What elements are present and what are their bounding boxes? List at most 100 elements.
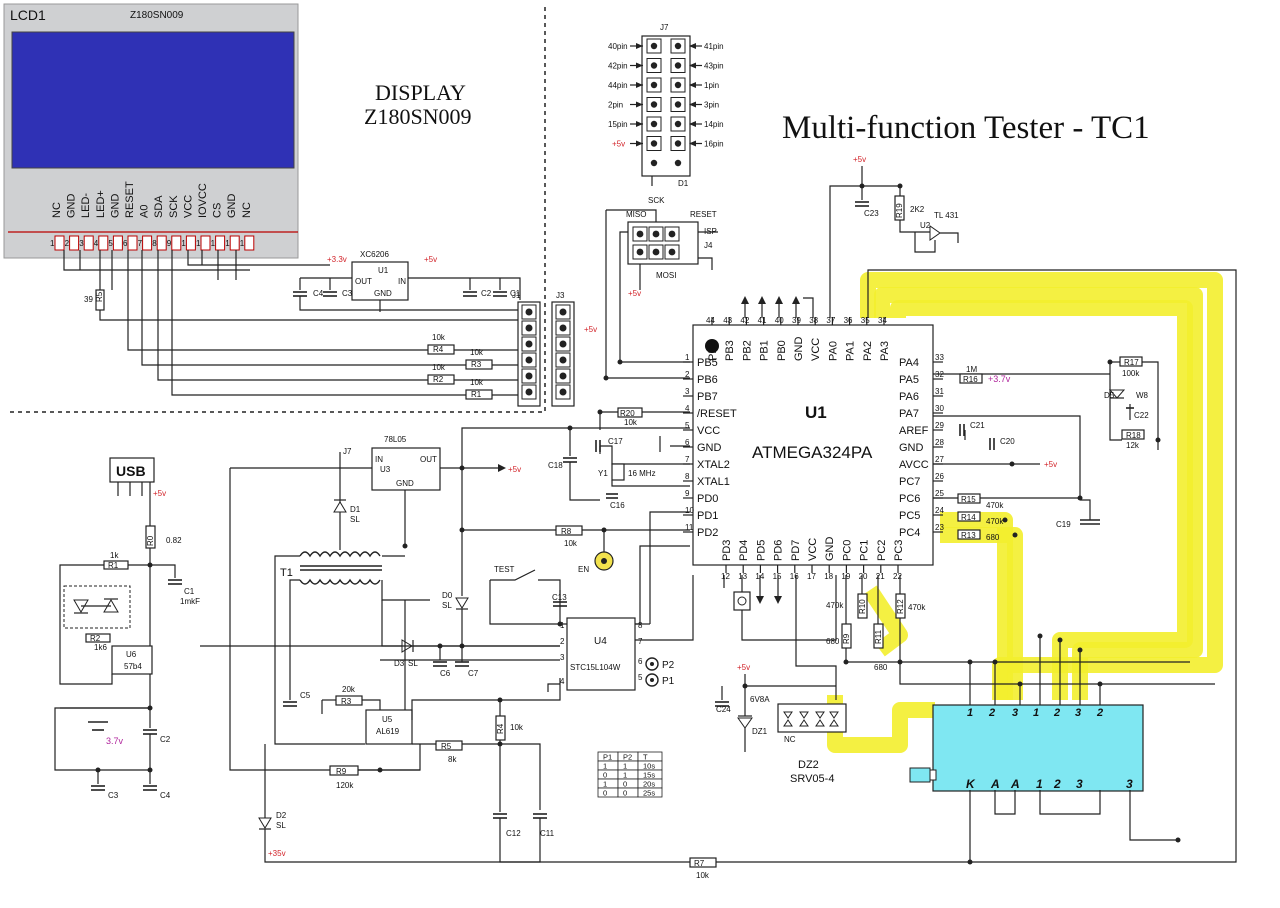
lcd-pin-number: 2 [65, 239, 70, 248]
svg-text:C1: C1 [510, 289, 521, 298]
svg-text:680: 680 [874, 663, 888, 672]
svg-text:NC: NC [784, 735, 796, 744]
lcd-model: Z180SN009 [130, 10, 184, 21]
svg-text:J1: J1 [512, 291, 521, 300]
socket-bottom-label: K [966, 777, 976, 791]
svg-text:R4: R4 [433, 345, 444, 354]
timer-table-cell: 0 [623, 780, 627, 789]
mcu-pin-name: PC1 [859, 540, 871, 561]
socket-top-label: 2 [988, 707, 995, 719]
lcd-pin-name: NC [241, 202, 253, 218]
mcu-pin-number: 10 [685, 506, 694, 515]
svg-text:XC6206: XC6206 [360, 250, 389, 259]
svg-text:D1: D1 [350, 505, 361, 514]
timer-table-header: P2 [623, 753, 632, 762]
svg-text:J3: J3 [556, 291, 565, 300]
mcu-pin-number: 36 [844, 316, 853, 325]
mcu-pin-name: PA7 [899, 408, 919, 420]
svg-text:OUT: OUT [420, 455, 437, 464]
lcd-pin-wires [63, 250, 525, 396]
svg-text:16 MHz: 16 MHz [628, 469, 656, 478]
mcu-pin-number: 21 [876, 572, 885, 581]
svg-text:4: 4 [560, 677, 565, 686]
mcu-pin-number: 20 [859, 572, 868, 581]
svg-text:C1: C1 [184, 587, 195, 596]
lcd-pin-name: SDA [153, 195, 165, 218]
svg-text:5: 5 [638, 673, 643, 682]
svg-text:57b4: 57b4 [124, 662, 142, 671]
mcu-pin-name: XTAL1 [697, 476, 730, 488]
svg-text:R16: R16 [963, 375, 978, 384]
lcd-pin-number: 5 [108, 239, 113, 248]
lcd-screen [11, 31, 295, 169]
mcu-pin-name: /RESET [697, 408, 737, 420]
socket-top-label: 2 [1096, 707, 1103, 719]
svg-text:R15: R15 [961, 495, 976, 504]
transformer-t1: T1 [280, 551, 382, 585]
svg-text:U5: U5 [382, 715, 393, 724]
header-j1: J1 [512, 291, 541, 407]
mcu-pin-name: PC2 [876, 540, 888, 561]
j7-right-label: 16pin [704, 140, 724, 149]
socket-bottom-label: 1 [1036, 777, 1043, 791]
svg-text:R11: R11 [874, 629, 883, 644]
svg-text:R7: R7 [694, 859, 705, 868]
r5-lcd-label: R5 [95, 291, 104, 302]
svg-text:C23: C23 [864, 209, 879, 218]
mcu-pin-name: PA2 [862, 341, 874, 361]
mcu-pin-name: PC3 [893, 540, 905, 561]
mcu-pin-number: 40 [775, 316, 784, 325]
mcu-pin-name: GND [899, 442, 924, 454]
svg-text:C19: C19 [1056, 520, 1071, 529]
svg-text:D2: D2 [276, 811, 287, 820]
lcd-pin-name: VCC [182, 195, 194, 218]
mcu-pin-number: 12 [721, 572, 730, 581]
lcd-pin-number: 4 [94, 239, 99, 248]
mcu-pin-number: 23 [935, 523, 944, 532]
mcu-pin-number: 13 [738, 572, 747, 581]
mcu-pin-number: 11 [685, 523, 694, 532]
mcu-pin-number: 3 [685, 387, 690, 396]
lcd-module: LCD1 Z180SN009 NC1GND2LED-3LED+4GND5RESE… [3, 3, 299, 259]
mcu-pin-name: AVCC [899, 459, 929, 471]
svg-text:6V8A: 6V8A [750, 695, 770, 704]
mcu-pin-number: 9 [685, 489, 690, 498]
svg-text:R18: R18 [1126, 431, 1141, 440]
mcu-pin-number: 26 [935, 472, 944, 481]
mcu-pin-name: PB7 [697, 391, 718, 403]
svg-text:+3.3v: +3.3v [327, 255, 347, 264]
svg-text:R8: R8 [561, 527, 572, 536]
mcu-pin-number: 39 [792, 316, 801, 325]
mcu-pin-name: PA3 [879, 341, 891, 361]
mcu-pin-number: 33 [935, 353, 944, 362]
mcu-pin-name: PD0 [697, 493, 718, 505]
svg-text:SL: SL [408, 659, 418, 668]
svg-text:R2: R2 [90, 634, 101, 643]
mcu-pin-number: 43 [723, 316, 732, 325]
svg-text:C6: C6 [440, 669, 451, 678]
header-pin-dots [521, 304, 571, 400]
mcu-pin-number: 35 [861, 316, 870, 325]
timer-table-cell: 20s [643, 780, 655, 789]
svg-text:D1: D1 [678, 179, 689, 188]
mcu-pin-number: 18 [824, 572, 833, 581]
timer-table-cell: 10s [643, 762, 655, 771]
mcu-pin-number: 24 [935, 506, 944, 515]
r-39-value: 39 [84, 295, 93, 304]
svg-text:8k: 8k [448, 755, 457, 764]
svg-text:R17: R17 [1124, 358, 1139, 367]
svg-text:470k: 470k [826, 601, 844, 610]
svg-text:R13: R13 [961, 531, 976, 540]
svg-text:0.82: 0.82 [166, 536, 182, 545]
svg-text:R3: R3 [341, 697, 352, 706]
mcu-pin-number: 38 [809, 316, 818, 325]
timer-table-cell: 1 [623, 771, 627, 780]
svg-text:+5v: +5v [153, 489, 166, 498]
mcu-pin-name: PA1 [845, 341, 857, 361]
lcd-ref: LCD1 [10, 7, 46, 23]
timer-table-header: P1 [603, 753, 612, 762]
svg-text:C16: C16 [610, 501, 625, 510]
